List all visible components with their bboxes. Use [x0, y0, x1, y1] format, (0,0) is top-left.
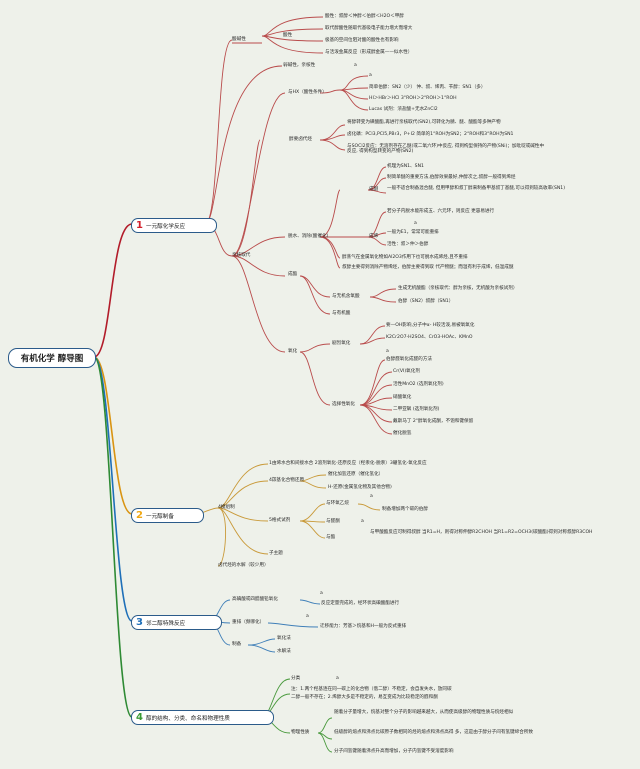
node-oxidation[interactable]: 氧化 — [288, 349, 298, 354]
node-acid-hindrance[interactable]: 极基的空间位阻对酸的酸性也有影响 — [325, 38, 399, 43]
node-selective-oxidation[interactable]: 选择性氧化 — [332, 402, 355, 407]
node-halide-hydrolysis[interactable]: 卤代烃的水解（较少用） — [218, 563, 269, 568]
node-marker: a — [336, 676, 339, 681]
node-acid-substituent[interactable]: 取代醇酸性随取代基吸电子能力增大而增大 — [325, 26, 413, 31]
node-note-line1[interactable]: 注：1.两个羟基连在同一碳上的化合物（偕二醇）不稳定，会自发失水，放同碳 — [291, 687, 452, 692]
topic-label: 醇的结构、分类、命名和物理性质 — [145, 715, 230, 722]
node-marker: a — [361, 519, 364, 524]
node-alkene-rule[interactable]: 叔醇主要得到消除产物烯烃，伯醇主要得到取 代产物醚；而温有利于成烯，低温成醚 — [342, 265, 514, 270]
node-metal-hydride[interactable]: H-还原(金属氢化物及其他合物) — [328, 485, 392, 490]
node-acid-order[interactable]: 酸性：叔醇＜仲醇＜伯醇＜H2O＜甲醇 — [325, 14, 404, 19]
node-ether-rules[interactable]: 制简单醚的重要方法,伯醇效果最好,仲醇次之,叔醇一般得到烯烃 — [387, 175, 516, 180]
node-marker: a — [320, 591, 323, 596]
node-hydrolysis-method[interactable]: 水解法 — [277, 649, 291, 654]
node-pinacol-detail[interactable]: 迁移能力：芳基＞烷基和H一般为反式重排 — [320, 624, 407, 629]
node-dehydration[interactable]: 脱水、消除(酸催化) — [288, 234, 329, 239]
node-lucas[interactable]: Lucas 试剂：浓盐酸+无水ZnCl2 — [369, 107, 438, 112]
node-marker: a — [386, 349, 389, 354]
node-with-ester[interactable]: 与酯 — [326, 535, 336, 540]
node-alkene-form[interactable]: 成烯 — [369, 234, 379, 239]
node-marker: a — [306, 614, 309, 619]
node-inorganic-sn[interactable]: 伯醇（SN2）叔醇（SN1） — [398, 299, 454, 304]
root-topic[interactable]: 有机化学 醇导图 — [8, 348, 96, 368]
node-marker: a — [354, 63, 357, 68]
node-diol-prep[interactable]: 制备 — [232, 642, 242, 647]
node-periodate[interactable]: 高碘酸或四醋酸铅氧化 — [232, 597, 278, 602]
node-halo-agent[interactable]: 醇要卤代烃 — [289, 137, 312, 142]
topic-label: 邻二醇特殊反应 — [145, 620, 186, 627]
node-marker: a — [369, 73, 372, 78]
node-ring-ether[interactable]: 若分子内脱水能形成五、六元环，则反应 更容易进行 — [387, 209, 495, 214]
node-note-line2[interactable]: 二醇一般不存在；2.烯醇大多是不稳定的，易互变成为比较稳定的醛和酮 — [291, 695, 438, 700]
node-strong-ox-detail[interactable]: 要—OH影响,分子中α- H较活泼,易被氧氧化 — [386, 323, 475, 328]
node-ester-detail[interactable]: 与甲酸酯反应可制得叔醇 当R1=H，则得对称伸醇R2CHOH 当R1=R2=OC… — [370, 530, 593, 535]
node-acidity[interactable]: 酸碱性 — [232, 37, 246, 42]
node-hx[interactable]: 与HX（酸性条件） — [288, 90, 327, 95]
node-marker: a — [370, 494, 373, 499]
topic-number: 1 — [136, 219, 143, 231]
topic-number: 2 — [136, 509, 143, 521]
node-cr6[interactable]: Cr(VI)氧化剂 — [393, 369, 420, 374]
node-weak-base[interactable]: 弱碱性，亲核性 — [283, 63, 316, 68]
node-prep-group[interactable]: 4模组制 — [218, 505, 235, 510]
node-sulfonyl[interactable]: 将醇转变为磺酸酯,再进行亲核取代(SN2),可转化为腈、醚、酸酯等多种产物 — [347, 120, 501, 125]
node-pinacol[interactable]: 重排（频哪化） — [232, 620, 265, 625]
node-cat-dehydrogenation[interactable]: 催化脱氢 — [393, 431, 412, 436]
node-swern[interactable]: 硝酸氧化 — [393, 395, 412, 400]
node-physical-properties[interactable]: 物理性质 — [291, 730, 310, 735]
topic-number: 3 — [136, 616, 143, 628]
node-phys-1[interactable]: 随着分子量增大，烷基对整个分子的影响越来越大，从而使高级醇的物理性质与烷烃相似 — [334, 710, 514, 715]
node-cat-hydrogenation[interactable]: 催化加氢还原（催化氢化） — [328, 472, 384, 477]
topic-label: 一元醇制备 — [145, 513, 174, 520]
node-add-two-carbons[interactable]: 制备增加两个碳的伯醇 — [382, 507, 428, 512]
node-acid-metal[interactable]: 与活泼金属反应（形成醇金属——似水性） — [325, 50, 413, 55]
node-hx-order[interactable]: 简单伯醇：SN2（少） 仲、叔、烯丙、苄醇：SN1（多） — [369, 85, 486, 90]
topic-number: 4 — [136, 711, 143, 723]
node-periodate-detail[interactable]: 反应定量完成的，经环状高碘酸酯进行 — [321, 601, 400, 606]
node-pcl[interactable]: 卤化磷：PCl3,PCl5,PBr3，P+I2 简单的1°ROH为SN2；2°R… — [347, 132, 514, 137]
node-with-aldehyde[interactable]: 与醛酮 — [326, 519, 340, 524]
node-inorganic-acid[interactable]: 与无机含氧酸 — [332, 294, 360, 299]
node-ether-mixed[interactable]: 一般不适合制备混合醚, 但用甲醇和叔丁醇来制备甲基叔丁基醚,可以得到较高收率(S… — [387, 186, 566, 191]
node-primary-ox[interactable]: 伯醇醛氧化成醛的方法 — [386, 357, 432, 362]
node-dess-martin[interactable]: 戴斯马丁 2°醇氧化成酮，不饱和键保留 — [393, 419, 474, 424]
topic-label: 一元醇化学反应 — [145, 223, 186, 230]
node-strong-oxidation[interactable]: 剧烈氧化 — [332, 341, 351, 346]
node-ester[interactable]: 成酯 — [288, 272, 298, 277]
node-ether-mech[interactable]: 机理为SN1、SN1 — [387, 164, 424, 169]
node-strong-ox-reagent[interactable]: K2Cr2O7-H2SO4、CrO3-HOAc、KMnO — [386, 335, 473, 340]
node-grignard[interactable]: 5格式试剂 — [269, 518, 291, 523]
node-hx-rate[interactable]: HI＞HBr＞HCl 3°ROH＞2°ROH＞1°ROH — [369, 96, 457, 101]
node-organic-acid[interactable]: 与有机酸 — [332, 311, 351, 316]
node-marker: a — [414, 221, 417, 226]
node-alkene-al2o3[interactable]: 醇蒸气在金属氧化物如Al2O3作用下也可脱水成烯烃,且不重排 — [342, 255, 468, 260]
node-phys-2[interactable]: 低级醇的熔点和沸点比碳原子数相同的烃的熔点和沸点高得 多，这是由于醇分子间有氢键… — [334, 730, 533, 735]
node-prep-hydration[interactable]: 1由烯水合和间接水合 2溶剂氧化-还原反应（羟汞化-脱汞）3硼氢化-氧化反应 — [269, 461, 427, 466]
node-with-epoxide[interactable]: 与环氧乙烷 — [326, 501, 349, 506]
topic-structure-properties[interactable]: 4 醇的结构、分类、命名和物理性质 — [131, 710, 274, 725]
topic-diol-reactions[interactable]: 3 邻二醇特殊反应 — [131, 615, 222, 630]
node-nucleophilic[interactable]: 亲核取代 — [232, 253, 251, 258]
node-mno2[interactable]: 活性MnO2 (选剂氧化剂) — [393, 382, 444, 387]
node-oxidation-method[interactable]: 氧化法 — [277, 636, 291, 641]
node-inorganic-detail[interactable]: 生成无机酸酯（亲核取代：醇为亲核，无机酸为亲核试剂） — [398, 286, 518, 291]
topic-alcohol-reactions[interactable]: 1 一元醇化学反应 — [131, 218, 217, 233]
topic-alcohol-preparation[interactable]: 2 一元醇制备 — [131, 508, 204, 523]
node-acidic[interactable]: 酸性 — [283, 33, 293, 38]
node-dmso[interactable]: 二甲亚砜 (选剂氧化剂) — [393, 407, 440, 412]
node-carbonyl-reduction[interactable]: 4羰基化合物还原 — [269, 478, 305, 483]
node-alkene-activity[interactable]: 活性：叔＞仲＞伯醇 — [387, 242, 429, 247]
node-ether-form[interactable]: 成醚 — [369, 187, 379, 192]
root-topic-label: 有机化学 醇导图 — [20, 354, 84, 364]
node-socl2[interactable]: 与SOCl2反应：无溶剂存在乙醚(或二氧六环)中反应, 得到构型保持的产物(SN… — [347, 144, 545, 155]
node-classification[interactable]: 分类 — [291, 676, 301, 681]
node-alkene-e1[interactable]: 一般为E1，常常可能重排 — [387, 230, 439, 235]
node-sub-topic[interactable]: 子主题 — [269, 551, 283, 556]
node-phys-3[interactable]: 分子间氢键随着沸点升高而增加，分子内氢键不受溶度影响 — [334, 749, 454, 754]
